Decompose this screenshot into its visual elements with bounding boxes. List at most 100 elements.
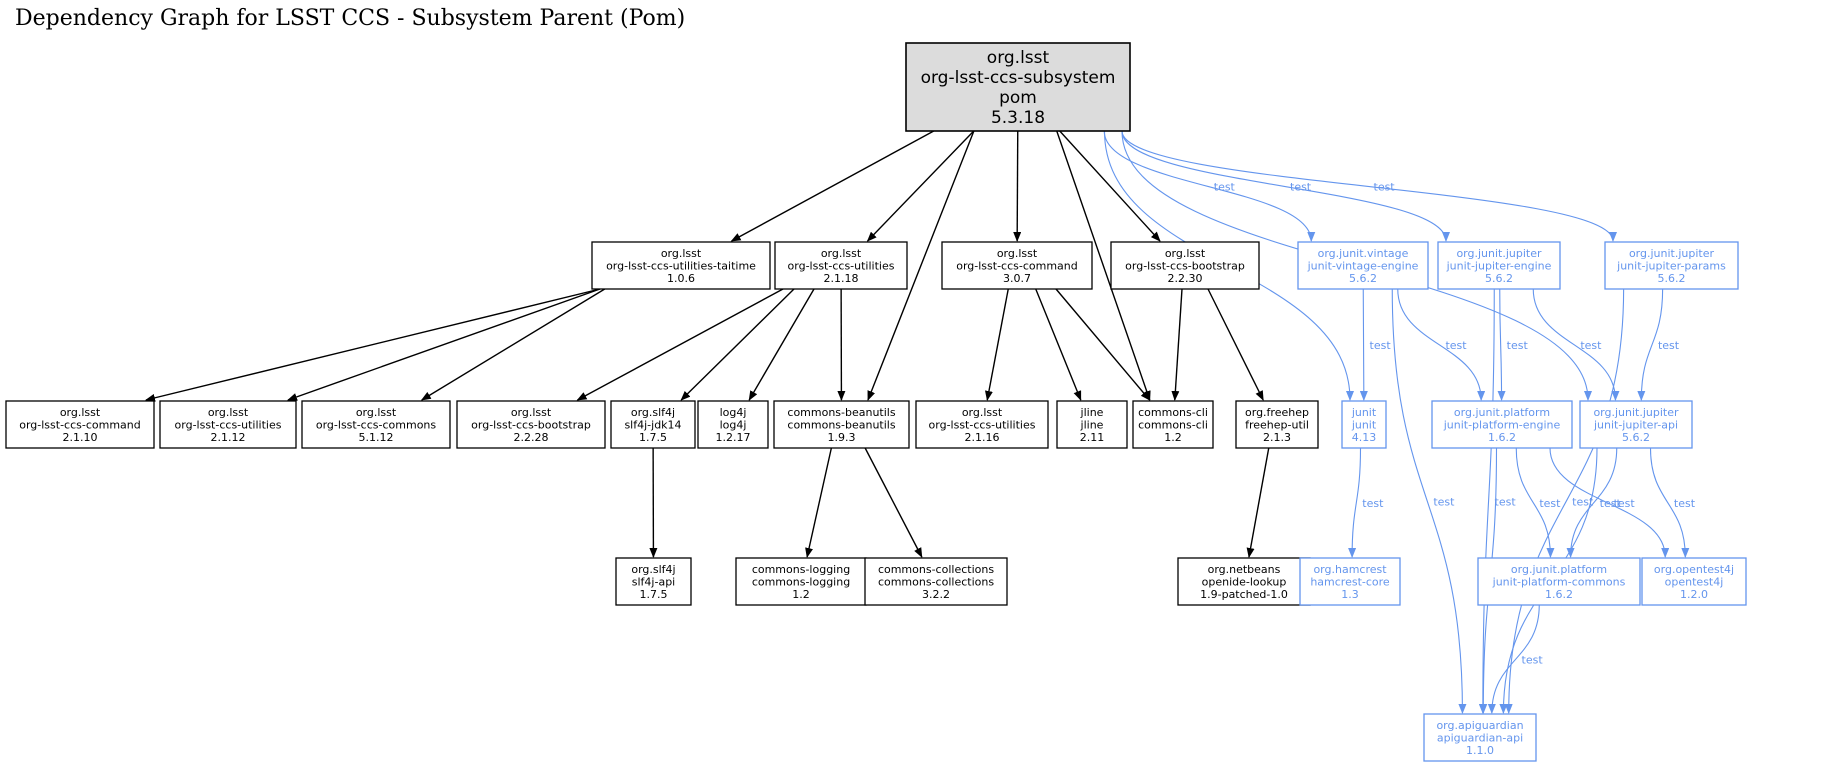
node-box (1177, 557, 1311, 606)
node-label-line: org.hamcrest (1313, 563, 1387, 576)
edge-root-to-jupiter-params (1121, 130, 1617, 242)
edge-label-test: test (1614, 497, 1636, 510)
node-label-line: org.lsst (511, 406, 552, 419)
node-label-line: commons-beanutils (787, 418, 895, 431)
edge-root-to-jupiter-engine (1121, 130, 1450, 242)
node-label-line: jline (1080, 418, 1104, 431)
node-label-line: 1.2.0 (1680, 588, 1708, 601)
edge-root-to-commons-cli (1056, 130, 1151, 401)
node-label-line: 1.7.5 (640, 588, 668, 601)
node-label-line: 2.1.16 (965, 431, 1000, 444)
node-label-line: 2.2.28 (514, 431, 549, 444)
node-commons-collections[interactable]: commons-collectionscommons-collections3.… (864, 557, 1008, 606)
node-vintage-engine[interactable]: org.junit.vintagejunit-vintage-engine5.6… (1297, 241, 1429, 290)
node-label-line: 5.3.18 (991, 108, 1045, 128)
node-label-line: junit-jupiter-params (1616, 259, 1726, 272)
node-label-line: 2.1.10 (63, 431, 98, 444)
node-label-line: org-lsst-ccs-bootstrap (471, 418, 591, 431)
edge-platform-engine-to-platform-commons (1515, 447, 1555, 558)
node-label-line: junit (1351, 406, 1377, 419)
node-label-line: commons-cli (1138, 406, 1208, 419)
node-box (1641, 557, 1747, 606)
node-box (301, 400, 451, 449)
node-label-line: junit-platform-engine (1443, 418, 1561, 431)
node-box (1604, 241, 1739, 290)
node-box (941, 241, 1093, 290)
node-label-line: commons-beanutils (787, 406, 895, 419)
node-label-line: 1.3 (1341, 588, 1359, 601)
node-utilities-taitime[interactable]: org.lsstorg-lsst-ccs-utilities-taitime1.… (591, 241, 771, 290)
edge-root-to-vintage-engine (1103, 130, 1316, 242)
node-label-line: 2.2.30 (1168, 272, 1203, 285)
node-label-line: org.freehep (1245, 406, 1309, 419)
node-box (159, 400, 297, 449)
node-box (1477, 557, 1641, 606)
node-box (615, 557, 692, 606)
edge-vintage-engine-to-apiguardian (1391, 288, 1467, 714)
node-label-line: org-lsst-ccs-utilities (788, 259, 895, 272)
node-box (456, 400, 606, 449)
node-label-line: org.lsst (987, 48, 1050, 68)
edge-label-test: test (1370, 339, 1392, 352)
node-label-line: opentest4j (1665, 575, 1724, 588)
node-jupiter-params[interactable]: org.junit.jupiterjunit-jupiter-params5.6… (1604, 241, 1739, 290)
node-label-line: org.slf4j (631, 406, 675, 419)
node-platform-engine[interactable]: org.junit.platformjunit-platform-engine1… (1431, 400, 1573, 449)
edge-junit-to-hamcrest (1348, 447, 1362, 558)
edge-jupiter-params-to-jupiter-api (1637, 288, 1664, 401)
edge-label-test: test (1580, 339, 1602, 352)
node-box (1341, 400, 1387, 449)
node-label-line: commons-cli (1138, 418, 1208, 431)
edge-vintage-engine-to-platform-engine (1397, 288, 1486, 401)
node-openide-lookup[interactable]: org.netbeansopenide-lookup1.9-patched-1.… (1177, 557, 1311, 606)
edge-jupiter-api-to-platform-commons (1566, 447, 1618, 558)
node-jupiter-engine[interactable]: org.junit.jupiterjunit-jupiter-engine5.6… (1437, 241, 1561, 290)
node-label-line: log4j (720, 406, 747, 419)
node-platform-commons[interactable]: org.junit.platformjunit-platform-commons… (1477, 557, 1641, 606)
node-label-line: org.apiguardian (1436, 719, 1523, 732)
node-label-line: jline (1080, 406, 1104, 419)
node-label-line: slf4j-jdk14 (624, 418, 681, 431)
node-label-line: org.lsst (1165, 247, 1206, 260)
node-label-line: 5.6.2 (1622, 431, 1650, 444)
node-label-line: org.lsst (208, 406, 249, 419)
node-label-line: 4.13 (1352, 431, 1377, 444)
node-label-line: junit-platform-commons (1492, 575, 1626, 588)
edge-jupiter-params-to-apiguardian (1504, 288, 1625, 714)
node-box (773, 400, 910, 449)
edge-label-test: test (1374, 181, 1396, 194)
edge-vintage-engine-to-junit (1359, 288, 1368, 401)
node-label-line: 1.6.2 (1488, 431, 1516, 444)
node-box (905, 42, 1131, 132)
node-box (1579, 400, 1693, 449)
node-box (1110, 241, 1260, 290)
edge-label-test: test (1362, 497, 1384, 510)
edge-command-307-to-jline (1035, 288, 1082, 401)
edge-utilities-2118-to-bootstrap-2228 (576, 288, 784, 401)
node-label-line: freehep-util (1245, 418, 1309, 431)
node-box (864, 557, 1008, 606)
